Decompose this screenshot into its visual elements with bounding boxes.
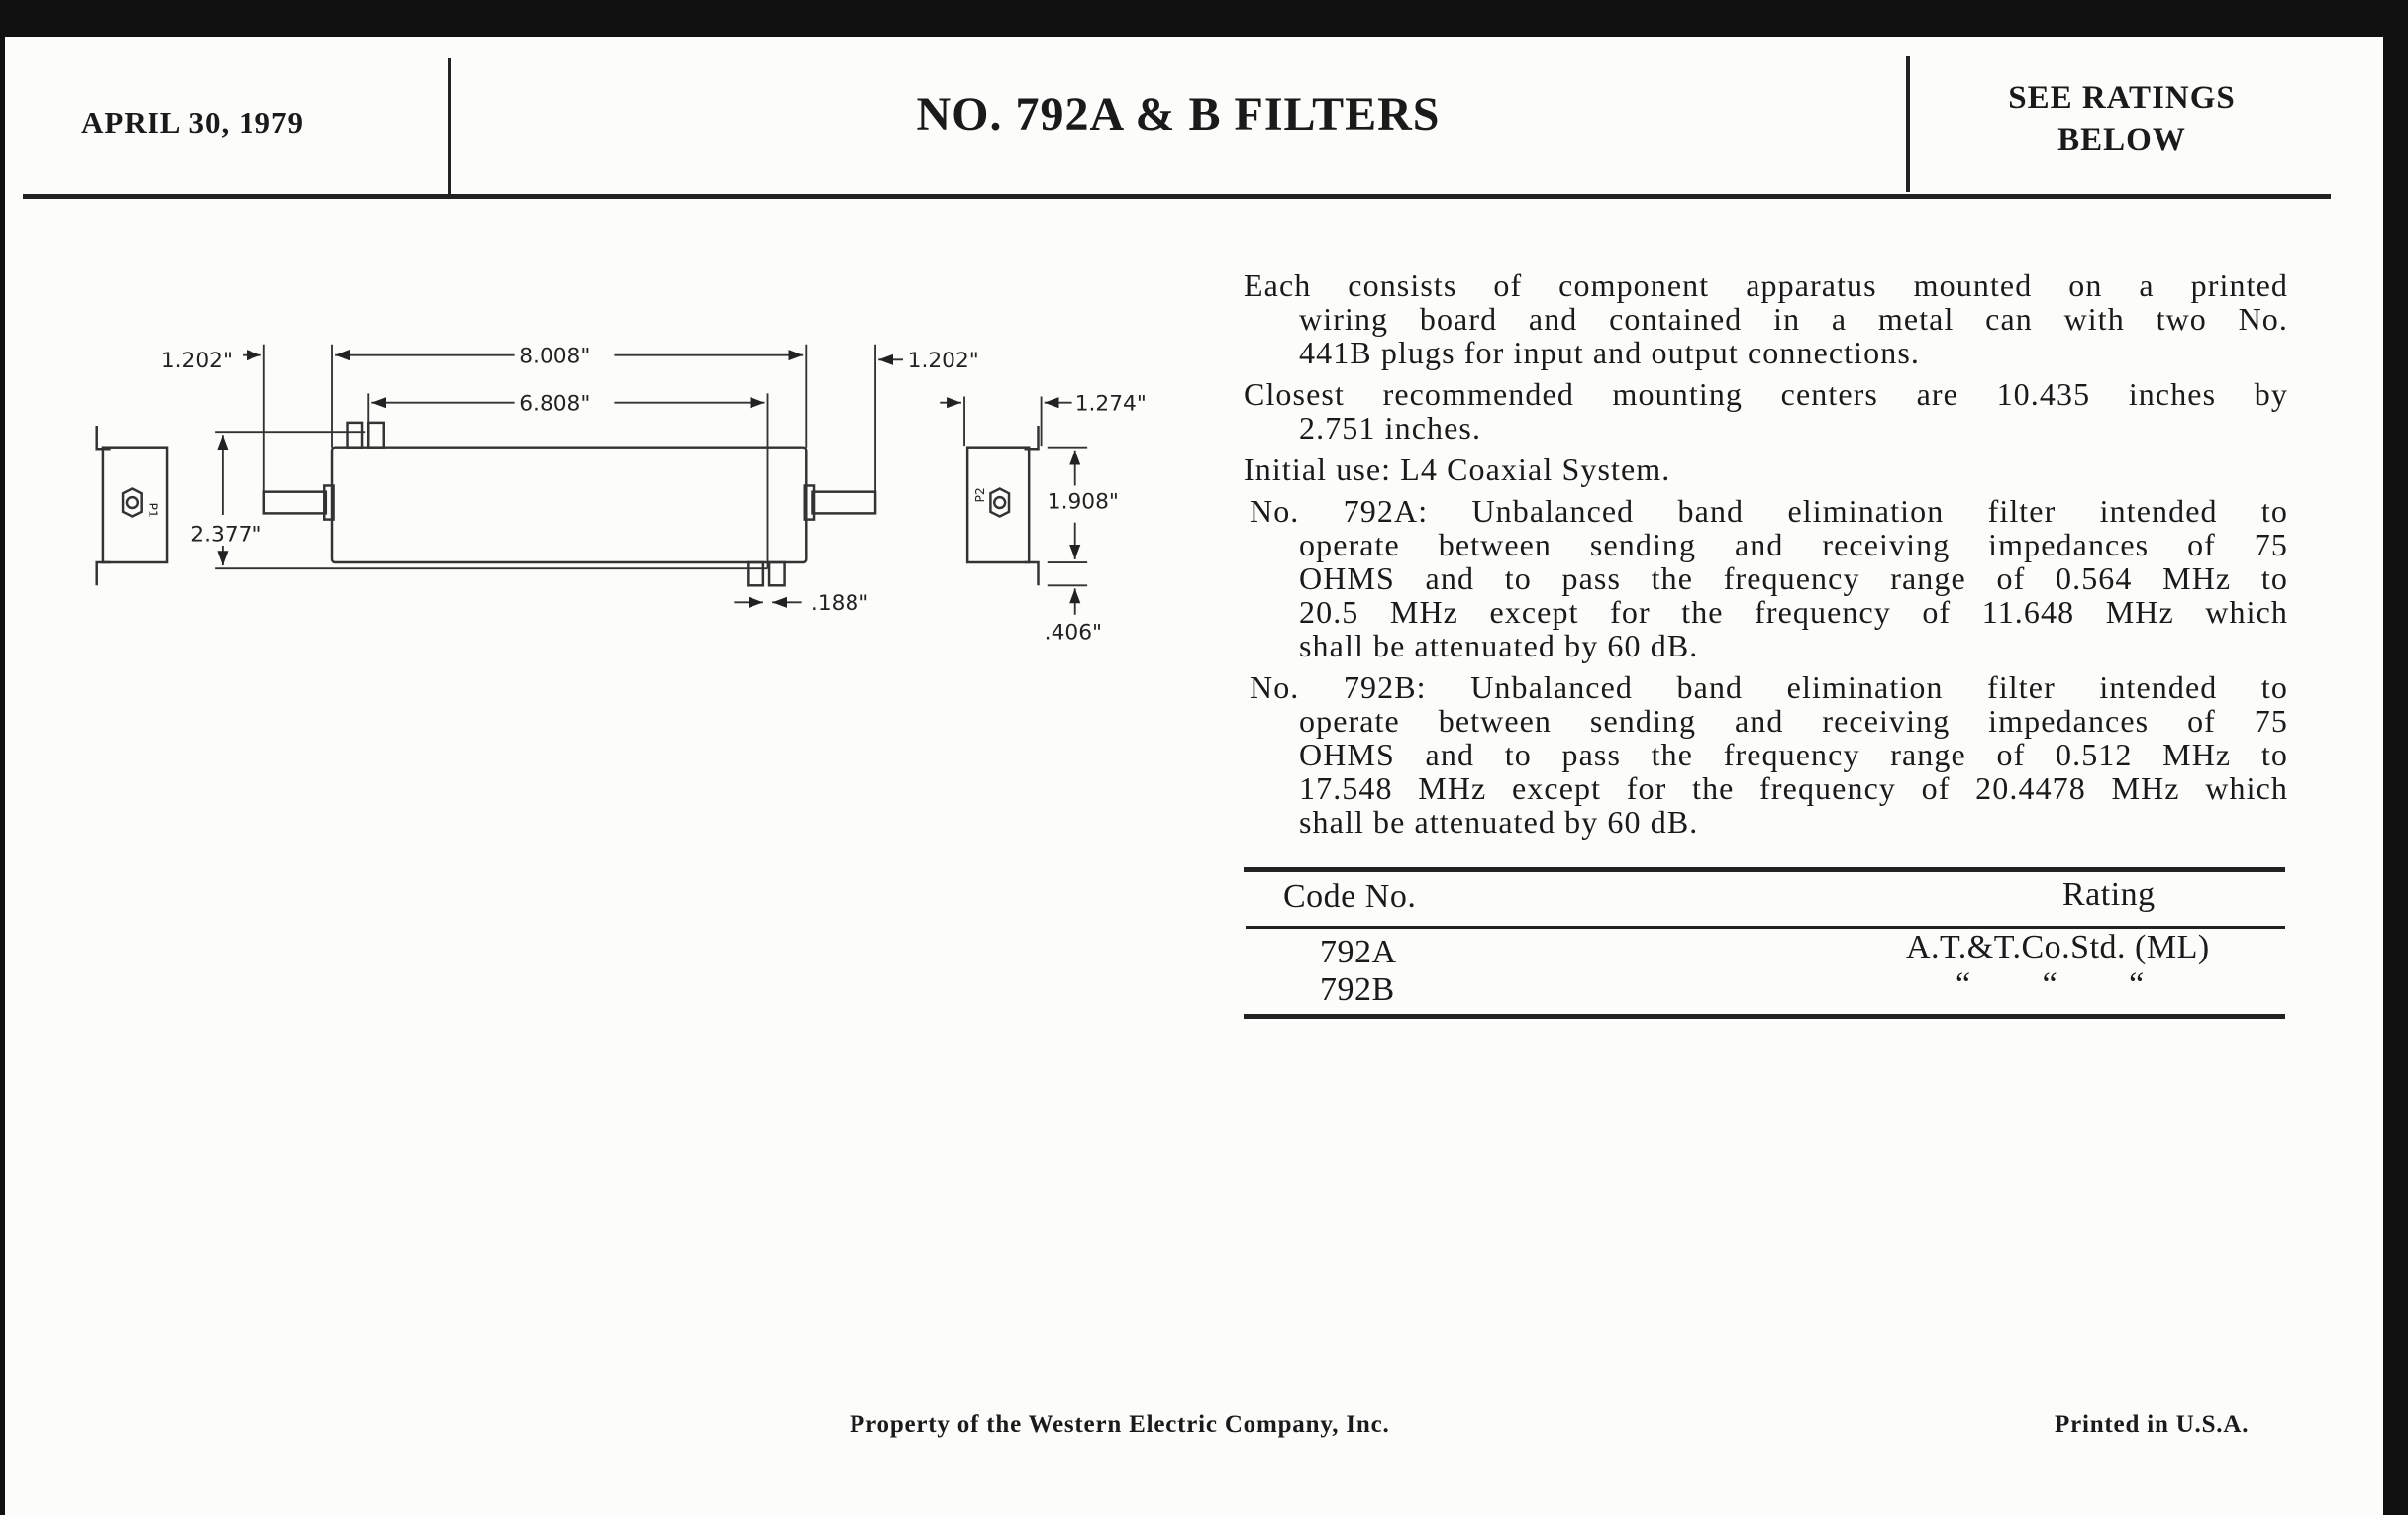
description-line: shall be attenuated by 60 dB. <box>1299 804 1699 840</box>
dim-can-height: 1.908" <box>1048 490 1119 515</box>
table-top-rule <box>1244 867 2285 872</box>
description-paragraph: No. 792B: Unbalanced band elimination fi… <box>1244 670 2288 839</box>
description-line: wiring board and contained in a metal ca… <box>1299 301 2288 337</box>
header-divider-left <box>448 58 452 197</box>
description-line: 17.548 MHz except for the frequency of 2… <box>1299 770 2288 806</box>
ratings-note-line2: BELOW <box>2057 122 2186 157</box>
dim-flange: .406" <box>1045 621 1102 646</box>
filter-can-side-view <box>262 421 877 587</box>
p1-plug-hex-icon <box>121 487 143 518</box>
description-line: OHMS and to pass the frequency range of … <box>1299 560 2288 596</box>
description-line: operate between sending and receiving im… <box>1299 703 2288 739</box>
description-line: shall be attenuated by 60 dB. <box>1299 628 1699 663</box>
description-line: Each consists of component apparatus mou… <box>1244 267 2288 303</box>
header-divider-right <box>1906 56 1910 192</box>
description-line: Initial use: L4 Coaxial System. <box>1244 452 1671 487</box>
description-line: No. 792A: Unbalanced band elimination fi… <box>1250 493 2288 529</box>
left-end-view <box>95 425 169 586</box>
dim-left-stub: 1.202" <box>161 349 233 373</box>
dim-overall-length: 8.008" <box>519 344 590 368</box>
dim-pin-width: .188" <box>811 591 868 616</box>
description-paragraph: Initial use: L4 Coaxial System. <box>1244 453 2288 486</box>
description-line: 2.751 inches. <box>1299 410 1482 446</box>
dim-right-stub: 1.202" <box>908 349 979 373</box>
description-paragraph: Each consists of component apparatus mou… <box>1244 268 2288 369</box>
description-line: operate between sending and receiving im… <box>1299 527 2288 562</box>
table-row-rating-792b: “ “ “ <box>1956 966 2145 1003</box>
table-row-code-792b: 792B <box>1320 971 1395 1008</box>
description-line: Closest recommended mounting centers are… <box>1244 376 2288 412</box>
dim-end-width: 1.274" <box>1075 391 1147 416</box>
description-paragraph: Closest recommended mounting centers are… <box>1244 377 2288 445</box>
plug-label-p2: P2 <box>972 487 987 502</box>
table-row-rating-792a: A.T.&T.Co.Std. (ML) <box>1906 929 2210 965</box>
description-line: 20.5 MHz except for the frequency of 11.… <box>1299 594 2288 630</box>
plug-label-p1: P1 <box>146 503 160 518</box>
description-line: 441B plugs for input and output connecti… <box>1299 335 1921 370</box>
header-rule <box>23 194 2331 199</box>
table-header-rating: Rating <box>2062 876 2156 913</box>
ratings-note-line1: SEE RATINGS <box>2008 80 2236 116</box>
footer-printed-in: Printed in U.S.A. <box>2055 1411 2250 1438</box>
description-line: OHMS and to pass the frequency range of … <box>1299 737 2288 772</box>
ratings-note: SEE RATINGS BELOW <box>1907 77 2337 160</box>
dim-height: 2.377" <box>190 522 261 547</box>
table-header-code: Code No. <box>1283 878 1417 915</box>
page-title: NO. 792A & B FILTERS <box>916 88 1441 141</box>
table-bottom-rule <box>1244 1014 2285 1019</box>
document-page <box>5 37 2383 1515</box>
dim-pin-spacing: 6.808" <box>519 391 590 416</box>
document-date: APRIL 30, 1979 <box>81 105 304 140</box>
p2-plug-hex-icon <box>989 487 1011 518</box>
description-line: No. 792B: Unbalanced band elimination fi… <box>1250 669 2288 705</box>
description-text: Each consists of component apparatus mou… <box>1244 268 2288 847</box>
description-paragraph: No. 792A: Unbalanced band elimination fi… <box>1244 494 2288 662</box>
table-header-rule <box>1246 926 2285 929</box>
right-end-view <box>965 425 1040 586</box>
table-row-code-792a: 792A <box>1320 934 1397 970</box>
footer-property-notice: Property of the Western Electric Company… <box>850 1411 1390 1438</box>
